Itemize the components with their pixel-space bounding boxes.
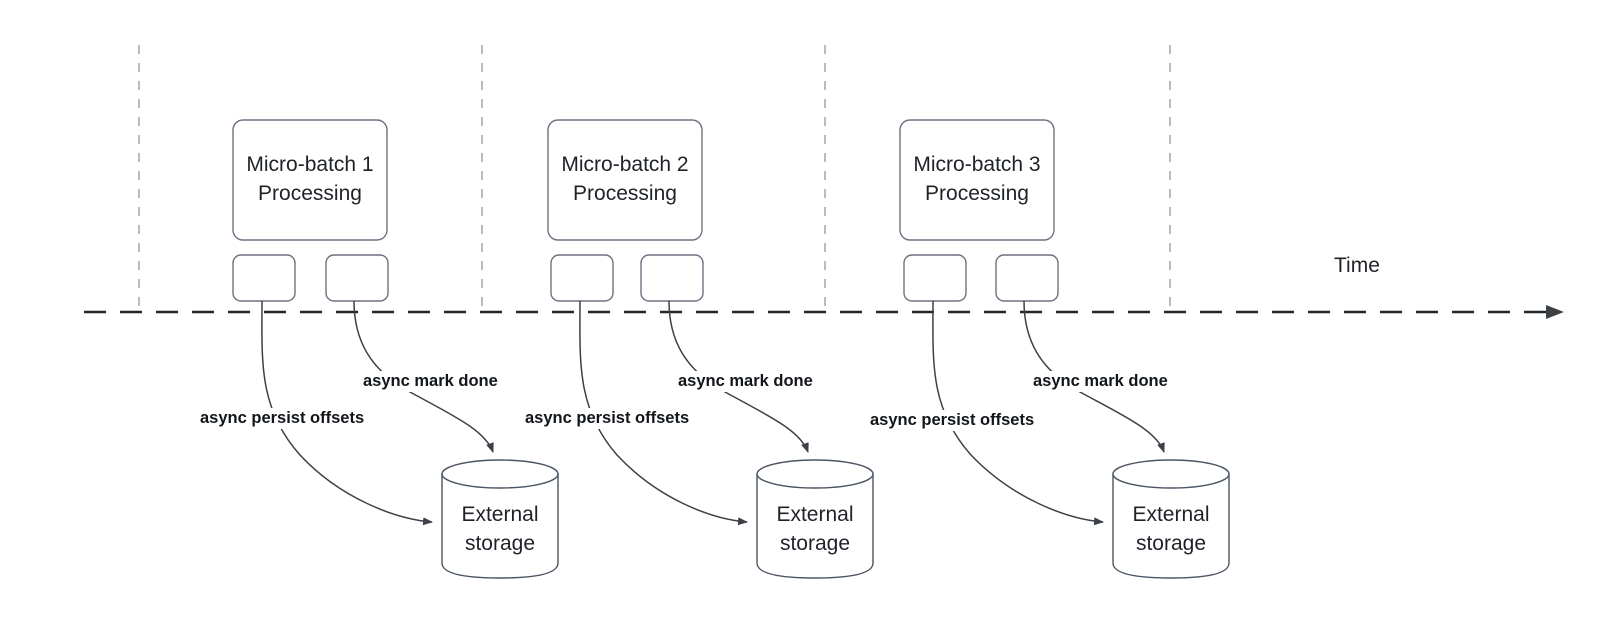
edge-label-mark-done-1: async mark done bbox=[360, 371, 501, 392]
process-box-3 bbox=[899, 119, 1055, 241]
flow-persist-offsets-3 bbox=[932, 300, 1104, 526]
batch-boundary-lines bbox=[138, 45, 1171, 312]
flow-persist-offsets-2 bbox=[579, 300, 748, 526]
edge-label-persist-offsets-1: async persist offsets bbox=[197, 408, 368, 429]
task-box-2-mark bbox=[640, 254, 704, 302]
batch-3-shapes bbox=[899, 119, 1230, 579]
process-box-2 bbox=[547, 119, 703, 241]
storage-cylinder-2-top bbox=[756, 459, 874, 489]
batch-3-flows bbox=[932, 300, 1165, 526]
time-axis-arrowhead bbox=[1546, 305, 1564, 319]
batch-2-shapes bbox=[547, 119, 874, 579]
storage-cylinder-3-top bbox=[1112, 459, 1230, 489]
edge-label-mark-done-2: async mark done bbox=[675, 371, 816, 392]
storage-label-1: External storage bbox=[461, 503, 539, 555]
flow-persist-offsets-1 bbox=[261, 300, 433, 526]
process-box-1 bbox=[232, 119, 388, 241]
storage-label-2: External storage bbox=[776, 503, 854, 555]
edge-label-mark-done-3: async mark done bbox=[1030, 371, 1171, 392]
storage-label-3: External storage bbox=[1132, 503, 1210, 555]
edge-label-persist-offsets-3: async persist offsets bbox=[867, 410, 1038, 431]
task-box-1-mark bbox=[325, 254, 389, 302]
time-axis-label: Time bbox=[1334, 254, 1380, 277]
flow-mark-done-3 bbox=[1023, 300, 1165, 453]
batch-2-flows bbox=[579, 300, 809, 526]
time-axis bbox=[84, 305, 1564, 319]
task-box-3-mark bbox=[995, 254, 1059, 302]
edge-label-persist-offsets-2: async persist offsets bbox=[522, 408, 693, 429]
storage-cylinder-1-body bbox=[441, 473, 559, 579]
flow-mark-done-2 bbox=[668, 300, 809, 453]
storage-cylinder-3-body bbox=[1112, 473, 1230, 579]
task-box-3-persist bbox=[903, 254, 967, 302]
storage-cylinder-1-top bbox=[441, 459, 559, 489]
storage-cylinder-2-body bbox=[756, 473, 874, 579]
batch-1-shapes bbox=[232, 119, 559, 579]
batch-1-flows bbox=[261, 300, 494, 526]
flow-mark-done-1 bbox=[353, 300, 494, 453]
task-box-2-persist bbox=[550, 254, 614, 302]
task-box-1-persist bbox=[232, 254, 296, 302]
